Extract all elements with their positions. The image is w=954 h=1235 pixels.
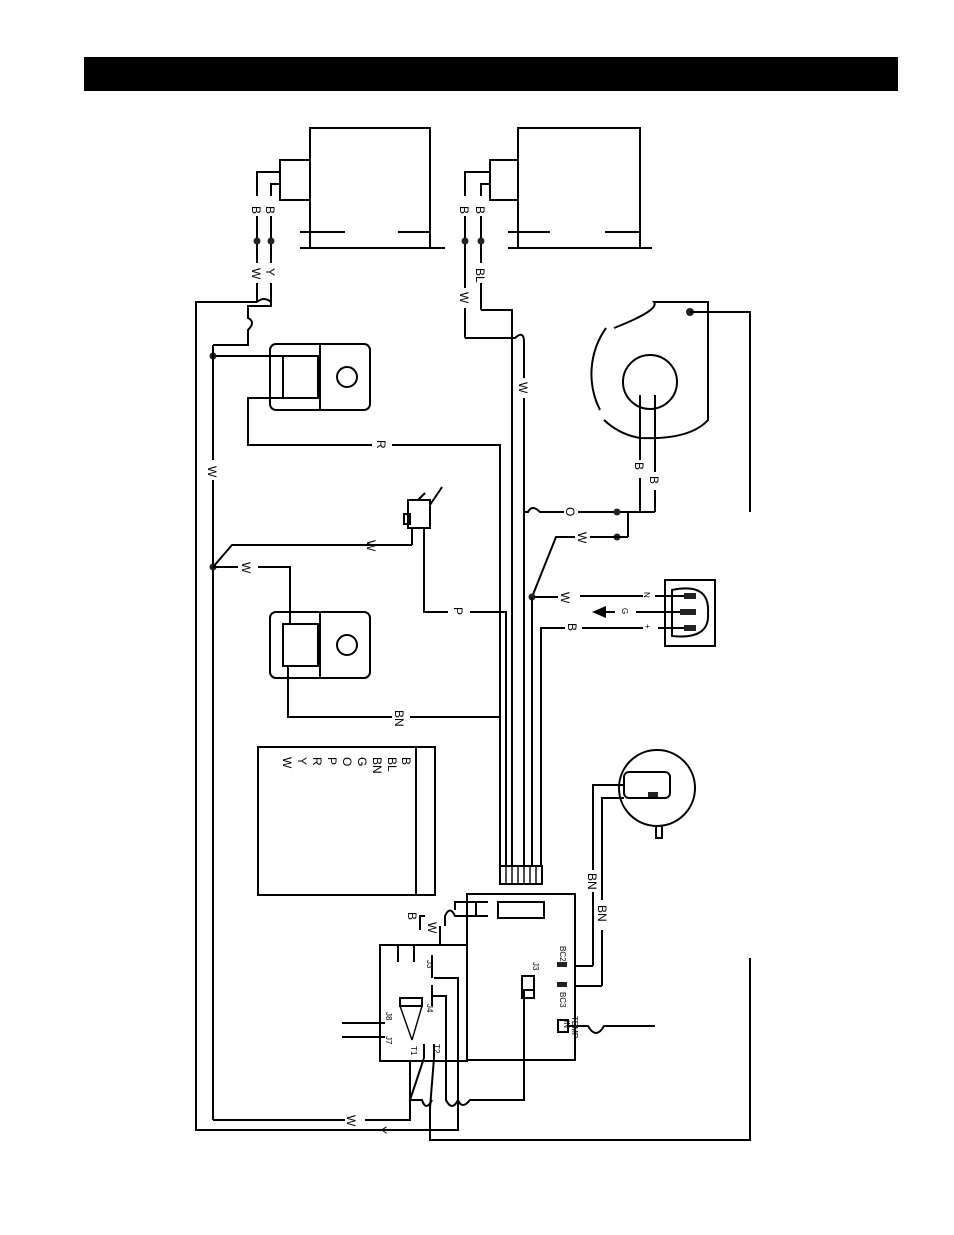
right-motor-leads (461, 171, 525, 866)
color-legend-box (257, 746, 436, 896)
limit-switch (212, 486, 507, 866)
legend-entries: B BL BN G O P R Y W (280, 757, 413, 774)
label-o: O (563, 507, 577, 516)
terminal-temp: TEMP (570, 1016, 579, 1038)
terminal-j8: J8 (384, 1012, 393, 1021)
power-receptacle (528, 579, 716, 866)
legend-w: W (280, 757, 294, 769)
label-board-w: W (425, 922, 439, 934)
motor-left (279, 127, 445, 249)
terminal-j4: J4 (425, 1004, 434, 1013)
label-mid-w: W (516, 382, 530, 394)
label-bottom-y: Y (375, 1126, 389, 1134)
label-r: R (374, 440, 388, 449)
label-board-b: B (405, 912, 419, 920)
label-lower-w: W (239, 562, 253, 574)
terminal-bc2: BC2 (558, 946, 567, 962)
legend-g: G (355, 757, 369, 766)
legend-p: P (325, 757, 339, 765)
legend-b: B (399, 757, 413, 765)
control-board (342, 893, 751, 1141)
legend-bn: BN (370, 757, 384, 774)
terminal-j3-left: J3 (425, 960, 434, 969)
label-left-y: Y (263, 268, 277, 276)
terminal-j3-right: J3 (531, 962, 540, 971)
label-pin-g: G (620, 608, 629, 614)
label-pin-n: N (642, 592, 651, 598)
board-terminal-labels: BC2 J3 BC3 TEMP IN J3 J4 J8 J7 T1 T2 (384, 946, 579, 1056)
label-switch-w: W (364, 540, 378, 552)
switch-lower (213, 566, 500, 718)
header-bar (84, 57, 898, 91)
label-sensor-bn1: BN (585, 873, 599, 890)
legend-o: O (340, 757, 354, 766)
terminal-in: IN (562, 1020, 571, 1028)
label-left-w: W (249, 268, 263, 280)
label-left-b2: B (263, 206, 277, 214)
switch-upper (209, 343, 501, 866)
label-bn: BN (392, 710, 406, 727)
left-motor-leads (195, 171, 459, 1131)
label-left-b1: B (249, 206, 263, 214)
harness-connector (499, 865, 543, 885)
label-bottom-w: W (344, 1115, 358, 1127)
label-blower-b2: B (647, 476, 661, 484)
terminal-j7: J7 (384, 1036, 393, 1045)
label-blower-w: W (575, 532, 589, 544)
terminal-t1: T1 (409, 1046, 418, 1056)
pressure-sensor (572, 749, 696, 987)
label-blower-b1: B (632, 462, 646, 470)
wire-labels: B B W Y B B BL W R W W B B O W W W W P B… (205, 206, 661, 1134)
legend-bl: BL (385, 757, 399, 772)
label-p: P (451, 607, 465, 615)
label-plus-b: B (565, 623, 579, 631)
blower (524, 301, 751, 598)
left-w-bus (209, 345, 411, 1121)
label-right-b2: B (473, 206, 487, 214)
label-n-w: W (558, 592, 572, 604)
terminal-bc3: BC3 (558, 992, 567, 1008)
label-right-bl: BL (473, 268, 487, 283)
legend-r: R (310, 757, 324, 766)
label-sensor-bn2: BN (595, 905, 609, 922)
label-right-w: W (457, 292, 471, 304)
legend-y: Y (295, 757, 309, 765)
motor-right (489, 127, 652, 249)
label-right-b1: B (457, 206, 471, 214)
label-pin-plus: + (643, 624, 652, 629)
label-bus-w: W (205, 466, 219, 478)
terminal-t2: T2 (432, 1044, 441, 1054)
